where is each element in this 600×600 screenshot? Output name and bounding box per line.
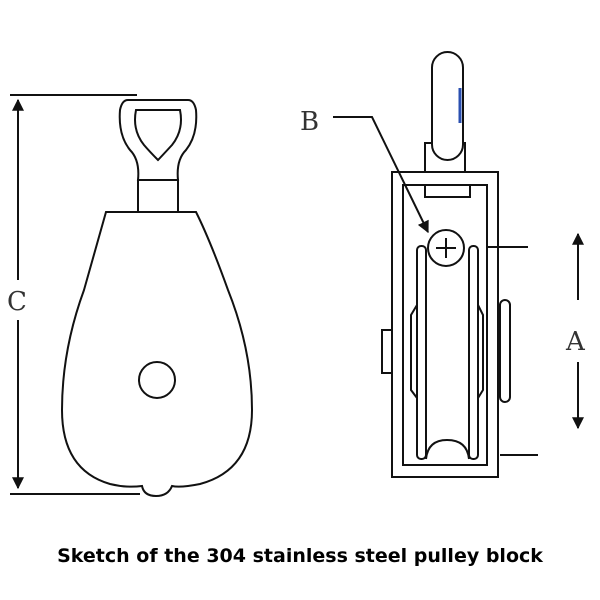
sheave-left-flange — [416, 245, 427, 460]
front-view — [381, 51, 511, 478]
dimension-a: A — [488, 232, 586, 456]
dimension-c: C — [7, 94, 140, 495]
pulley-body — [60, 211, 254, 498]
dimension-b: B — [300, 107, 429, 234]
label-b: B — [300, 107, 319, 137]
swivel-neck — [137, 179, 179, 213]
diagram-caption: Sketch of the 304 stainless steel pulley… — [57, 545, 543, 567]
side-boss — [499, 299, 511, 403]
sheave-right-flange — [468, 245, 479, 460]
label-a: A — [565, 327, 586, 357]
side-tab — [381, 329, 393, 374]
swivel-eye-front — [431, 51, 464, 161]
side-view — [60, 99, 254, 498]
label-c: C — [7, 287, 27, 317]
axle-hole — [138, 361, 176, 399]
